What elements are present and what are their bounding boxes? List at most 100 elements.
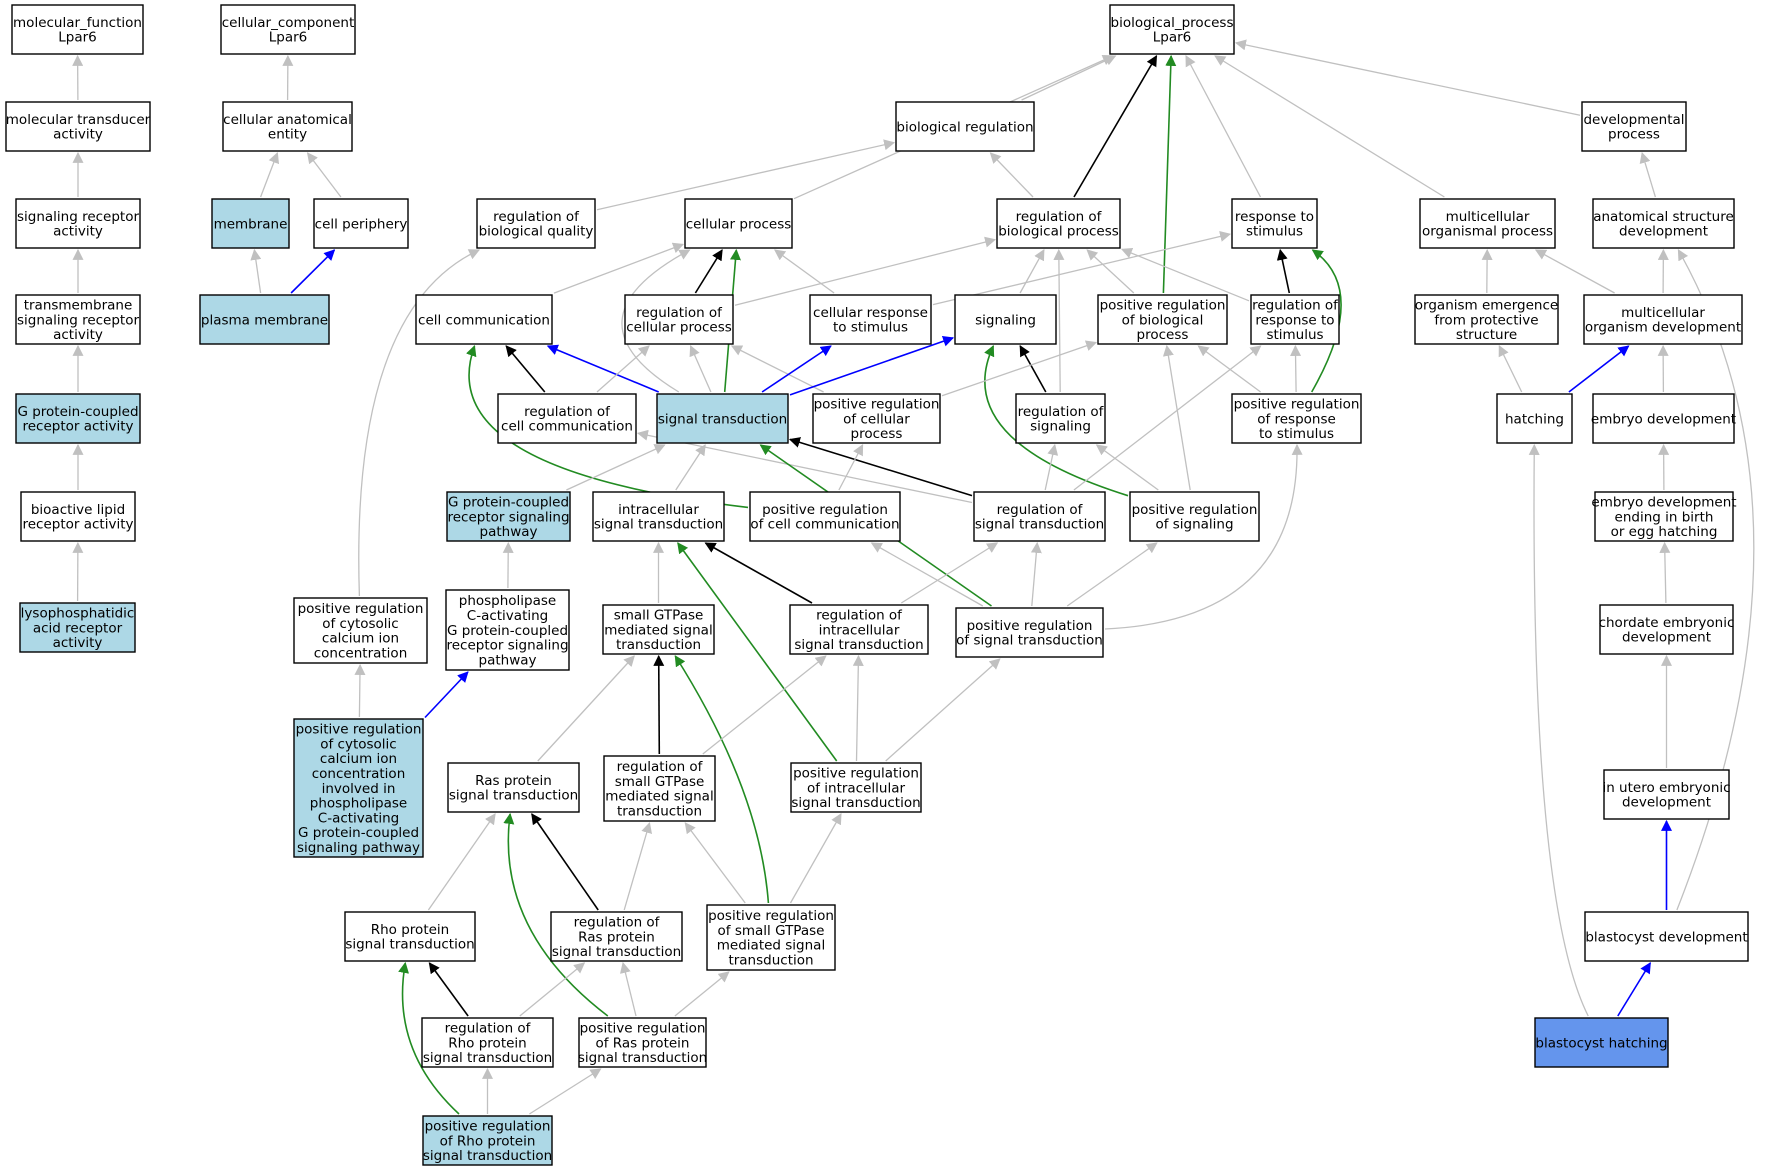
go-term-node-sig[interactable]: signaling <box>954 294 1057 345</box>
node-box <box>1592 393 1735 444</box>
edge-prcciplc-to-plc <box>424 671 469 719</box>
node-box <box>1594 491 1734 542</box>
edge-rcp-to-rbp <box>734 236 997 306</box>
node-label-line: Rho protein <box>448 1035 526 1051</box>
node-box <box>1496 393 1573 444</box>
node-label-line: phospholipase <box>459 593 557 609</box>
edge-rrhost-to-rhost <box>428 962 469 1017</box>
edge-prrhost-to-prrasst <box>529 1068 602 1115</box>
node-box <box>422 1115 553 1166</box>
go-term-node-mem[interactable]: membrane <box>211 198 290 249</box>
node-box <box>656 393 789 444</box>
node-label-line: positive regulation <box>1132 502 1258 518</box>
go-term-node-cp[interactable]: cellular process <box>684 198 793 249</box>
node-label-line: activity <box>53 635 103 651</box>
node-box <box>706 904 836 971</box>
edge-prcc-to-prcp <box>838 444 864 491</box>
node-box <box>497 393 637 444</box>
edge-prsgst-to-sgst <box>674 655 770 904</box>
node-label-line: to stimulus <box>833 320 908 336</box>
edge-rts-to-bp <box>1185 55 1262 198</box>
node-label-line: cellular anatomical <box>223 112 352 128</box>
go-term-node-bd[interactable]: blastocyst development <box>1584 911 1749 962</box>
node-label-line: blastocyst development <box>1585 929 1747 945</box>
node-box <box>293 718 424 858</box>
node-label-line: mediated signal <box>604 622 712 638</box>
node-label-line: signal transduction <box>594 517 723 533</box>
node-label-line: activity <box>53 224 103 240</box>
node-label-line: of intracellular <box>807 780 906 796</box>
node-label-line: biological_process <box>1111 15 1234 31</box>
node-box <box>199 294 330 345</box>
node-box <box>578 1017 707 1068</box>
go-term-node-bh[interactable]: blastocyst hatching <box>1534 1017 1669 1068</box>
edge-dev-to-bp <box>1234 39 1581 116</box>
go-term-node-ccomm[interactable]: cell communication <box>415 294 553 345</box>
edge-crs-to-rts <box>932 231 1232 306</box>
go-term-node-st[interactable]: signal transduction <box>656 393 789 444</box>
go-term-node-ed[interactable]: embryo development <box>1591 393 1736 444</box>
edge-prrasst-to-rrasst <box>620 961 637 1017</box>
go-term-node-pm[interactable]: plasma membrane <box>199 294 330 345</box>
edge-prsgst-to-prist <box>789 813 842 904</box>
edge-rst-to-rrs <box>1073 345 1262 491</box>
go-term-node-breg[interactable]: biological regulation <box>895 101 1035 152</box>
edge-ced-to-edeb <box>1659 541 1671 604</box>
node-label-line: development <box>1622 630 1711 646</box>
go-term-node-cper[interactable]: cell periphery <box>313 198 409 249</box>
node-label-line: cell periphery <box>315 216 408 232</box>
go-term-node-hatch[interactable]: hatching <box>1496 393 1573 444</box>
edge-ist-to-st <box>675 444 706 491</box>
edge-hatch-to-mod <box>1568 345 1630 393</box>
